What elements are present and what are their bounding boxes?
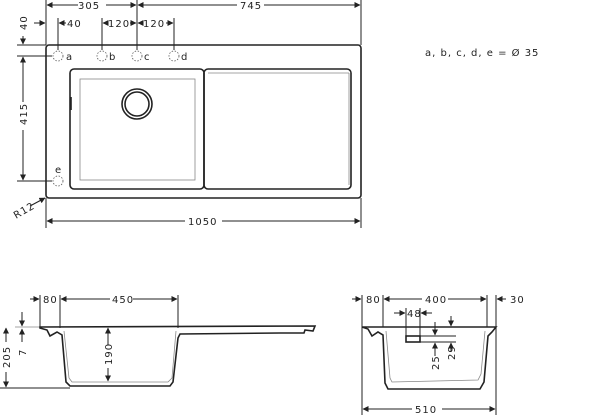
dim-205: 205 — [2, 346, 13, 368]
dim-29: 29 — [447, 345, 458, 360]
drain-outer — [121, 88, 153, 120]
dim-25: 25 — [431, 355, 442, 370]
bowl-inner — [79, 78, 196, 181]
dim-1050: 1050 — [188, 217, 217, 228]
front-view: 80 400 30 48 25 29 510 — [352, 295, 525, 415]
dim-80: 80 — [366, 295, 381, 306]
hole-label-b: b — [109, 52, 116, 63]
dim-40-horizontal: 40 — [67, 19, 82, 30]
dim-120-c-d: 120 — [143, 19, 165, 30]
side-profile — [39, 325, 317, 387]
dim-510: 510 — [415, 405, 437, 415]
drain-inner — [124, 91, 150, 117]
hole-label-c: c — [144, 52, 151, 63]
dim-450: 450 — [112, 295, 134, 306]
hole-d — [168, 50, 180, 62]
dim-7: 7 — [18, 349, 29, 356]
overflow-outlet — [405, 335, 421, 343]
hole-label-a: a — [66, 52, 73, 63]
top-view: a b c d e 305 745 40 120 — [12, 0, 539, 228]
drainboard-outline — [203, 68, 352, 190]
dim-30: 30 — [510, 295, 525, 306]
dim-40-vertical: 40 — [19, 15, 30, 30]
side-view: 80 450 205 7 190 — [0, 295, 317, 389]
dim-r12: R12 — [12, 201, 37, 222]
dim-190: 190 — [104, 343, 115, 365]
dim-305: 305 — [78, 1, 100, 12]
dim-80: 80 — [43, 295, 58, 306]
front-profile — [361, 326, 498, 390]
hole-a — [52, 50, 64, 62]
dim-120-b-c: 120 — [108, 19, 130, 30]
dim-400: 400 — [425, 295, 447, 306]
dim-745: 745 — [240, 1, 262, 12]
tap-holes: a b c d e — [52, 50, 188, 187]
hole-e — [52, 175, 64, 187]
dim-415: 415 — [19, 103, 30, 125]
sink-outline — [45, 44, 362, 199]
hole-b — [96, 50, 108, 62]
hole-c — [131, 50, 143, 62]
hole-diameter-legend: a, b, c, d, e = Ø 35 — [425, 47, 539, 59]
hole-label-e: e — [55, 165, 62, 176]
bowl-outline — [69, 68, 205, 190]
hole-label-d: d — [181, 52, 188, 63]
dim-48: 48 — [407, 309, 422, 320]
